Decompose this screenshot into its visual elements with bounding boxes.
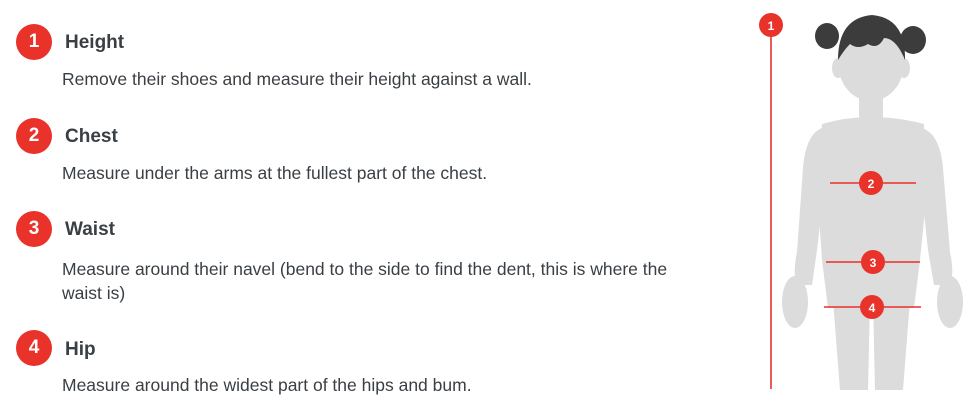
step-number-badge: 1 <box>16 24 52 60</box>
marker-number: 1 <box>768 19 775 33</box>
step-description: Measure under the arms at the fullest pa… <box>62 163 488 183</box>
measurement-guide: 1 Height Remove their shoes and measure … <box>16 24 668 395</box>
chest-measure: 2 <box>830 171 916 195</box>
step-number-badge: 4 <box>16 330 52 366</box>
measurement-figure: 1 2 3 4 <box>740 0 977 411</box>
step-number-badge: 3 <box>16 211 52 247</box>
marker-badge <box>860 295 884 319</box>
marker-number: 2 <box>868 177 875 191</box>
marker-number: 3 <box>870 256 877 270</box>
marker-badge <box>861 250 885 274</box>
hip-measure: 4 <box>824 295 921 319</box>
marker-badge <box>859 171 883 195</box>
child-silhouette <box>782 25 963 390</box>
step-title: Hip <box>65 339 96 360</box>
step-description: Measure around the widest part of the hi… <box>62 375 472 395</box>
step-description: Measure around their navel (bend to the … <box>62 259 668 303</box>
step-title: Waist <box>65 219 115 240</box>
step-title: Height <box>65 32 125 53</box>
height-measure: 1 <box>759 13 783 389</box>
step-title: Chest <box>65 126 118 147</box>
step-number-badge: 2 <box>16 118 52 154</box>
child-silhouette-illustration: 1 2 3 4 <box>759 13 963 390</box>
waist-measure: 3 <box>826 250 920 274</box>
marker-badge <box>759 13 783 37</box>
marker-number: 4 <box>869 301 876 315</box>
step-description: Remove their shoes and measure their hei… <box>62 69 532 89</box>
hair <box>815 15 926 60</box>
